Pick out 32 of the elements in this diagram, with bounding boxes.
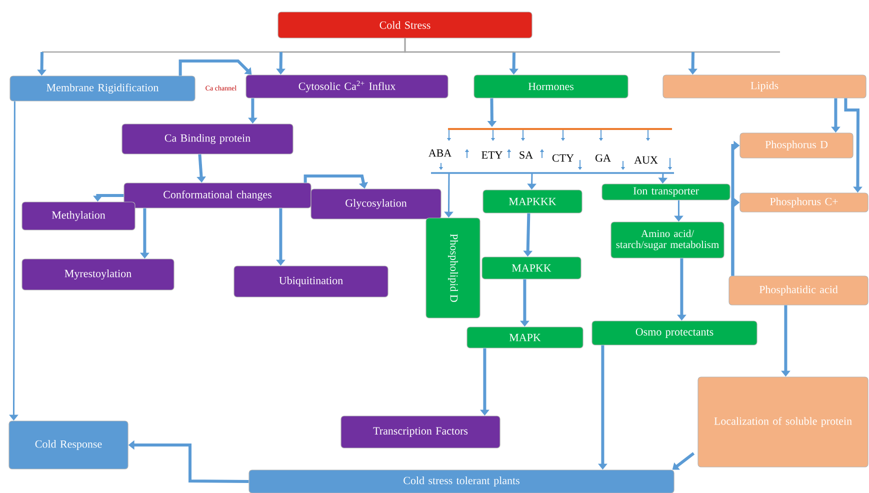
process-box: Transcription Factors	[340, 416, 500, 448]
process-box: Membrane Rigidification	[10, 76, 196, 102]
process-box: Myrestoylation	[22, 258, 174, 290]
process-box: MAPKKK	[482, 190, 582, 214]
process-box: Ca Binding protein	[122, 124, 294, 154]
process-box: Cold Stress	[278, 12, 532, 38]
process-box: Lipids	[662, 74, 866, 98]
process-box: Cold stress tolerant plants	[248, 470, 674, 493]
hormone-label: SA	[520, 151, 533, 159]
process-box: Methylation	[22, 202, 136, 230]
process-box: Localization of soluble protein	[698, 376, 868, 468]
process-box: Ion transporter	[602, 184, 730, 200]
process-box: Conformational changes	[124, 182, 312, 208]
process-box: Cold Response	[8, 420, 128, 470]
hormone-label: ETY	[482, 151, 502, 159]
process-box: Phosphorus D	[740, 132, 854, 158]
hormone-label: AUX	[634, 156, 658, 164]
process-box: MAPKK	[482, 256, 582, 280]
hormone-label: GA	[596, 154, 611, 162]
process-box: Phosphatidic acid	[728, 276, 868, 306]
process-box: MAPK	[466, 326, 584, 348]
hormone-label: CTY	[552, 154, 574, 162]
process-box: Phosphorus C+	[740, 192, 868, 212]
process-box: Ubiquitination	[234, 266, 388, 298]
process-box: Cytosolic Ca$^{2+}$ Influx	[246, 74, 448, 98]
arrow	[178, 60, 252, 76]
process-box: Osmo protectants	[592, 320, 758, 346]
hormone-label: ABA	[428, 149, 452, 157]
process-box: Glycosylation	[310, 188, 442, 220]
process-box: Hormones	[474, 74, 628, 98]
process-box: Phospholipid D	[426, 218, 480, 318]
process-box: Amino acid/ starch/sugar metabolism	[610, 222, 724, 258]
